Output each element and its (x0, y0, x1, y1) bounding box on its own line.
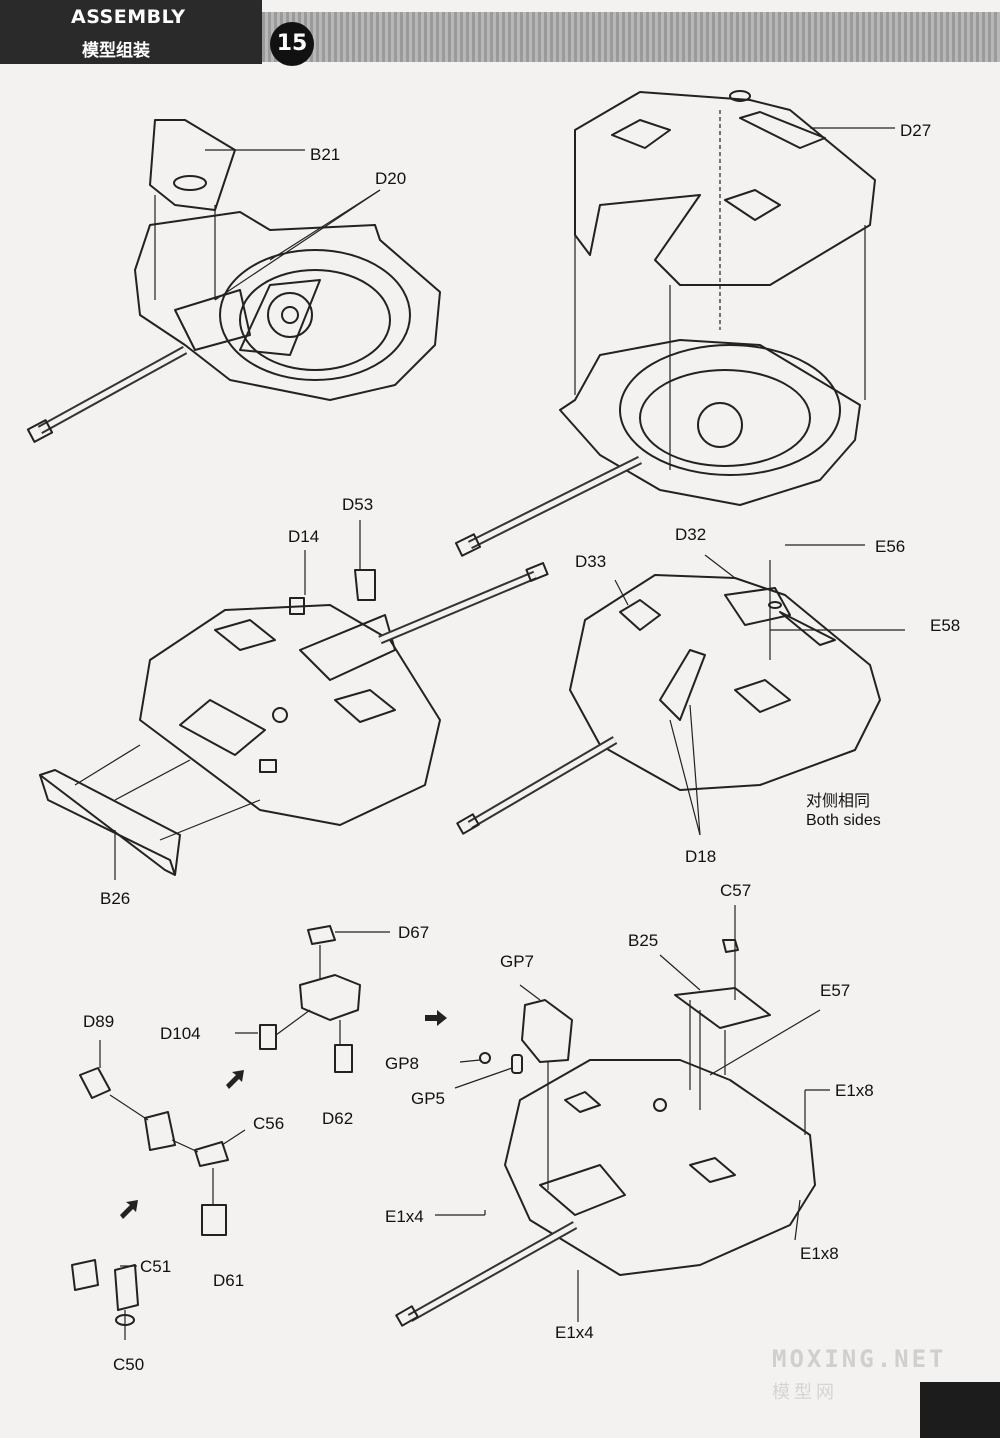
part-label-e58: E58 (930, 616, 961, 635)
header-title: ASSEMBLY (71, 6, 186, 28)
part-label-d20: D20 (375, 169, 407, 188)
arrows-2 (574, 110, 895, 470)
header-box (0, 0, 262, 64)
part-label-d53: D53 (342, 495, 374, 514)
both-sides-note: 对侧相同 Both sides (806, 792, 881, 830)
corner-page-tab (920, 1382, 1000, 1438)
arrows-5 (99, 931, 541, 1340)
part-label-e56: E56 (875, 537, 906, 556)
direction-arrows (120, 1010, 447, 1219)
turret-final-assembly (395, 939, 816, 1327)
turret-hatch-details (456, 574, 881, 835)
part-label-d62: D62 (322, 1109, 354, 1128)
header-band (262, 12, 1000, 62)
part-label-c57: C57 (720, 881, 752, 900)
part-label-gp7: GP7 (500, 952, 535, 971)
part-label-e1x8-top: E1x8 (835, 1081, 874, 1100)
turret-base-assembly-1 (26, 119, 441, 443)
arrows-6 (435, 905, 830, 1322)
turret-shell-exploded (454, 90, 876, 557)
part-label-c50: C50 (113, 1355, 145, 1374)
part-label-d27: D27 (900, 121, 932, 140)
part-label-b25: B25 (628, 931, 659, 950)
both-sides-note-cn: 对侧相同 (806, 793, 871, 810)
watermark-text: MOXING.NET (772, 1345, 947, 1373)
part-label-gp5: GP5 (411, 1089, 446, 1108)
part-label-d18: D18 (685, 847, 717, 866)
header-subtitle: 模型组装 (82, 41, 150, 61)
both-sides-note-en: Both sides (806, 812, 881, 830)
part-label-d61: D61 (213, 1271, 245, 1290)
arrows-4 (614, 544, 905, 836)
step-number-badge: 15 (270, 22, 314, 66)
part-label-d14: D14 (288, 527, 320, 546)
part-label-e57: E57 (820, 981, 851, 1000)
part-label-b21: B21 (310, 145, 341, 164)
mg-mount-parts (71, 925, 573, 1326)
part-label-b26: B26 (100, 889, 131, 908)
part-label-c51: C51 (140, 1257, 172, 1276)
part-label-d67: D67 (398, 923, 430, 942)
part-label-d104: D104 (160, 1024, 201, 1043)
part-label-d89: D89 (83, 1012, 115, 1031)
watermark-text-cn: 模型网 (772, 1382, 838, 1403)
part-label-c56: C56 (253, 1114, 285, 1133)
part-label-gp8: GP8 (385, 1054, 420, 1073)
part-label-d32: D32 (675, 525, 707, 544)
part-label-e1x8-bottom: E1x8 (800, 1244, 839, 1263)
part-label-e1x4-bottom: E1x4 (555, 1323, 594, 1342)
arrows-1 (154, 149, 381, 301)
part-label-e1x4-left: E1x4 (385, 1207, 424, 1226)
arrows-3 (74, 520, 361, 880)
turret-closed-front-plate (39, 562, 549, 876)
part-label-d33: D33 (575, 552, 607, 571)
